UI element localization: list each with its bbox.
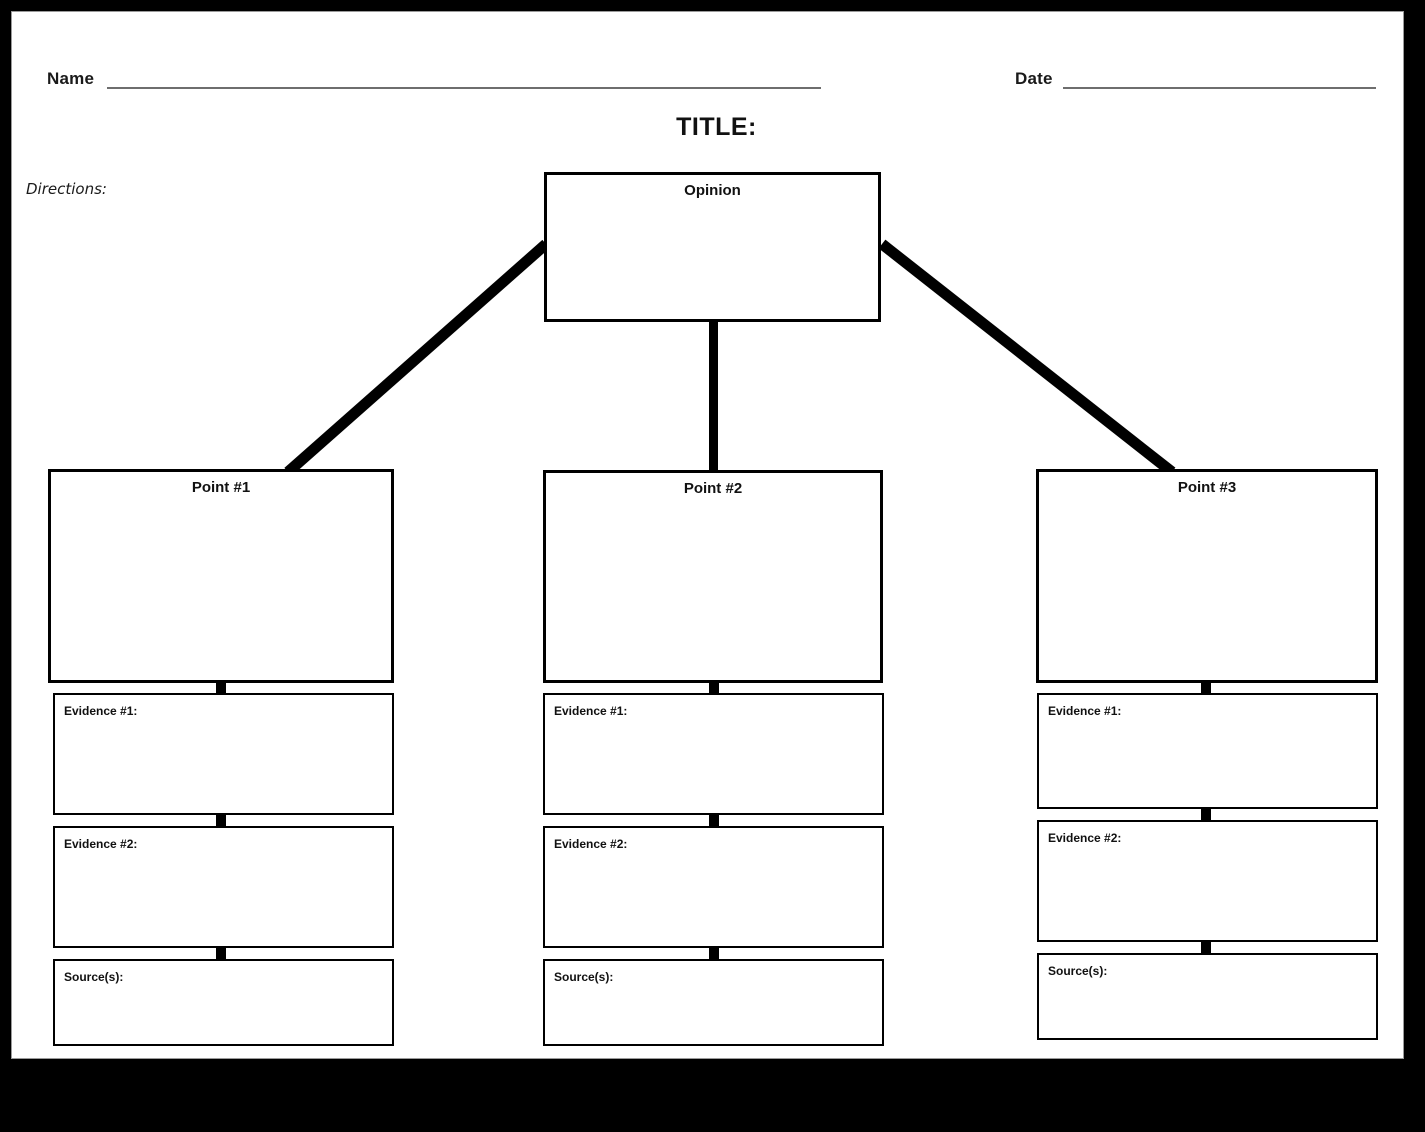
opinion-box[interactable]: Opinion — [544, 172, 881, 322]
point-3-box[interactable]: Point #3 — [1036, 469, 1378, 683]
page-title: TITLE: — [12, 113, 1403, 142]
point-3-evidence-2-label: Evidence #2: — [1048, 831, 1122, 845]
point-3-evidence-1-box[interactable]: Evidence #1: — [1037, 693, 1378, 809]
connector-point-1-evidence-2-to-sources — [216, 946, 226, 960]
point-2-sources-label: Source(s): — [554, 970, 614, 984]
point-1-evidence-2-box[interactable]: Evidence #2: — [53, 826, 394, 948]
point-3-evidence-2-box[interactable]: Evidence #2: — [1037, 820, 1378, 942]
connector-opinion-to-point-3 — [878, 239, 1176, 477]
point-3-sources-label: Source(s): — [1048, 964, 1108, 978]
connector-point-3-evidence-2-to-sources — [1201, 940, 1211, 954]
point-1-box[interactable]: Point #1 — [48, 469, 394, 683]
connector-point-2-evidence-1-to-evidence-2 — [709, 813, 719, 827]
point-2-sources-box[interactable]: Source(s): — [543, 959, 884, 1046]
point-1-evidence-1-box[interactable]: Evidence #1: — [53, 693, 394, 815]
point-1-title: Point #1 — [191, 479, 251, 496]
point-2-evidence-1-label: Evidence #1: — [554, 704, 628, 718]
worksheet-page: Name Date TITLE: Directions: Opinion Poi… — [11, 11, 1404, 1059]
connector-point-1-evidence-1-to-evidence-2 — [216, 813, 226, 827]
point-1-evidence-2-label: Evidence #2: — [64, 837, 138, 851]
name-write-in-line[interactable] — [107, 87, 821, 89]
logo-wordmark: StoryboardThat — [1257, 1057, 1403, 1059]
directions-label: Directions: — [26, 180, 107, 198]
connector-opinion-to-point-2 — [709, 317, 718, 477]
connector-opinion-to-point-1 — [284, 239, 550, 477]
point-2-title: Point #2 — [683, 480, 743, 497]
logo-text-secondary: That — [1375, 1057, 1403, 1059]
point-3-sources-box[interactable]: Source(s): — [1037, 953, 1378, 1040]
connector-point-3-evidence-1-to-evidence-2 — [1201, 807, 1211, 821]
point-2-box[interactable]: Point #2 — [543, 470, 883, 683]
opinion-box-title: Opinion — [684, 182, 741, 199]
name-label: Name — [47, 69, 95, 88]
point-2-evidence-1-box[interactable]: Evidence #1: — [543, 693, 884, 815]
point-1-evidence-1-label: Evidence #1: — [64, 704, 138, 718]
point-2-evidence-2-label: Evidence #2: — [554, 837, 628, 851]
point-3-evidence-1-label: Evidence #1: — [1048, 704, 1122, 718]
speech-bubble-front-icon — [1218, 1057, 1245, 1058]
logo-text-primary: Storyboard — [1257, 1057, 1376, 1059]
connector-point-2-evidence-2-to-sources — [709, 946, 719, 960]
date-label: Date — [1015, 69, 1053, 88]
storyboardthat-logo[interactable]: StoryboardThat — [1204, 1054, 1403, 1059]
point-2-evidence-2-box[interactable]: Evidence #2: — [543, 826, 884, 948]
connector-point-1-to-evidence-1 — [216, 681, 226, 695]
connector-point-2-to-evidence-1 — [709, 681, 719, 695]
point-1-sources-box[interactable]: Source(s): — [53, 959, 394, 1046]
point-3-title: Point #3 — [1177, 479, 1237, 496]
speech-bubbles-icon — [1204, 1057, 1248, 1058]
date-write-in-line[interactable] — [1063, 87, 1376, 89]
point-1-sources-label: Source(s): — [64, 970, 124, 984]
connector-point-3-to-evidence-1 — [1201, 681, 1211, 695]
page-title-text: TITLE: — [676, 113, 757, 141]
